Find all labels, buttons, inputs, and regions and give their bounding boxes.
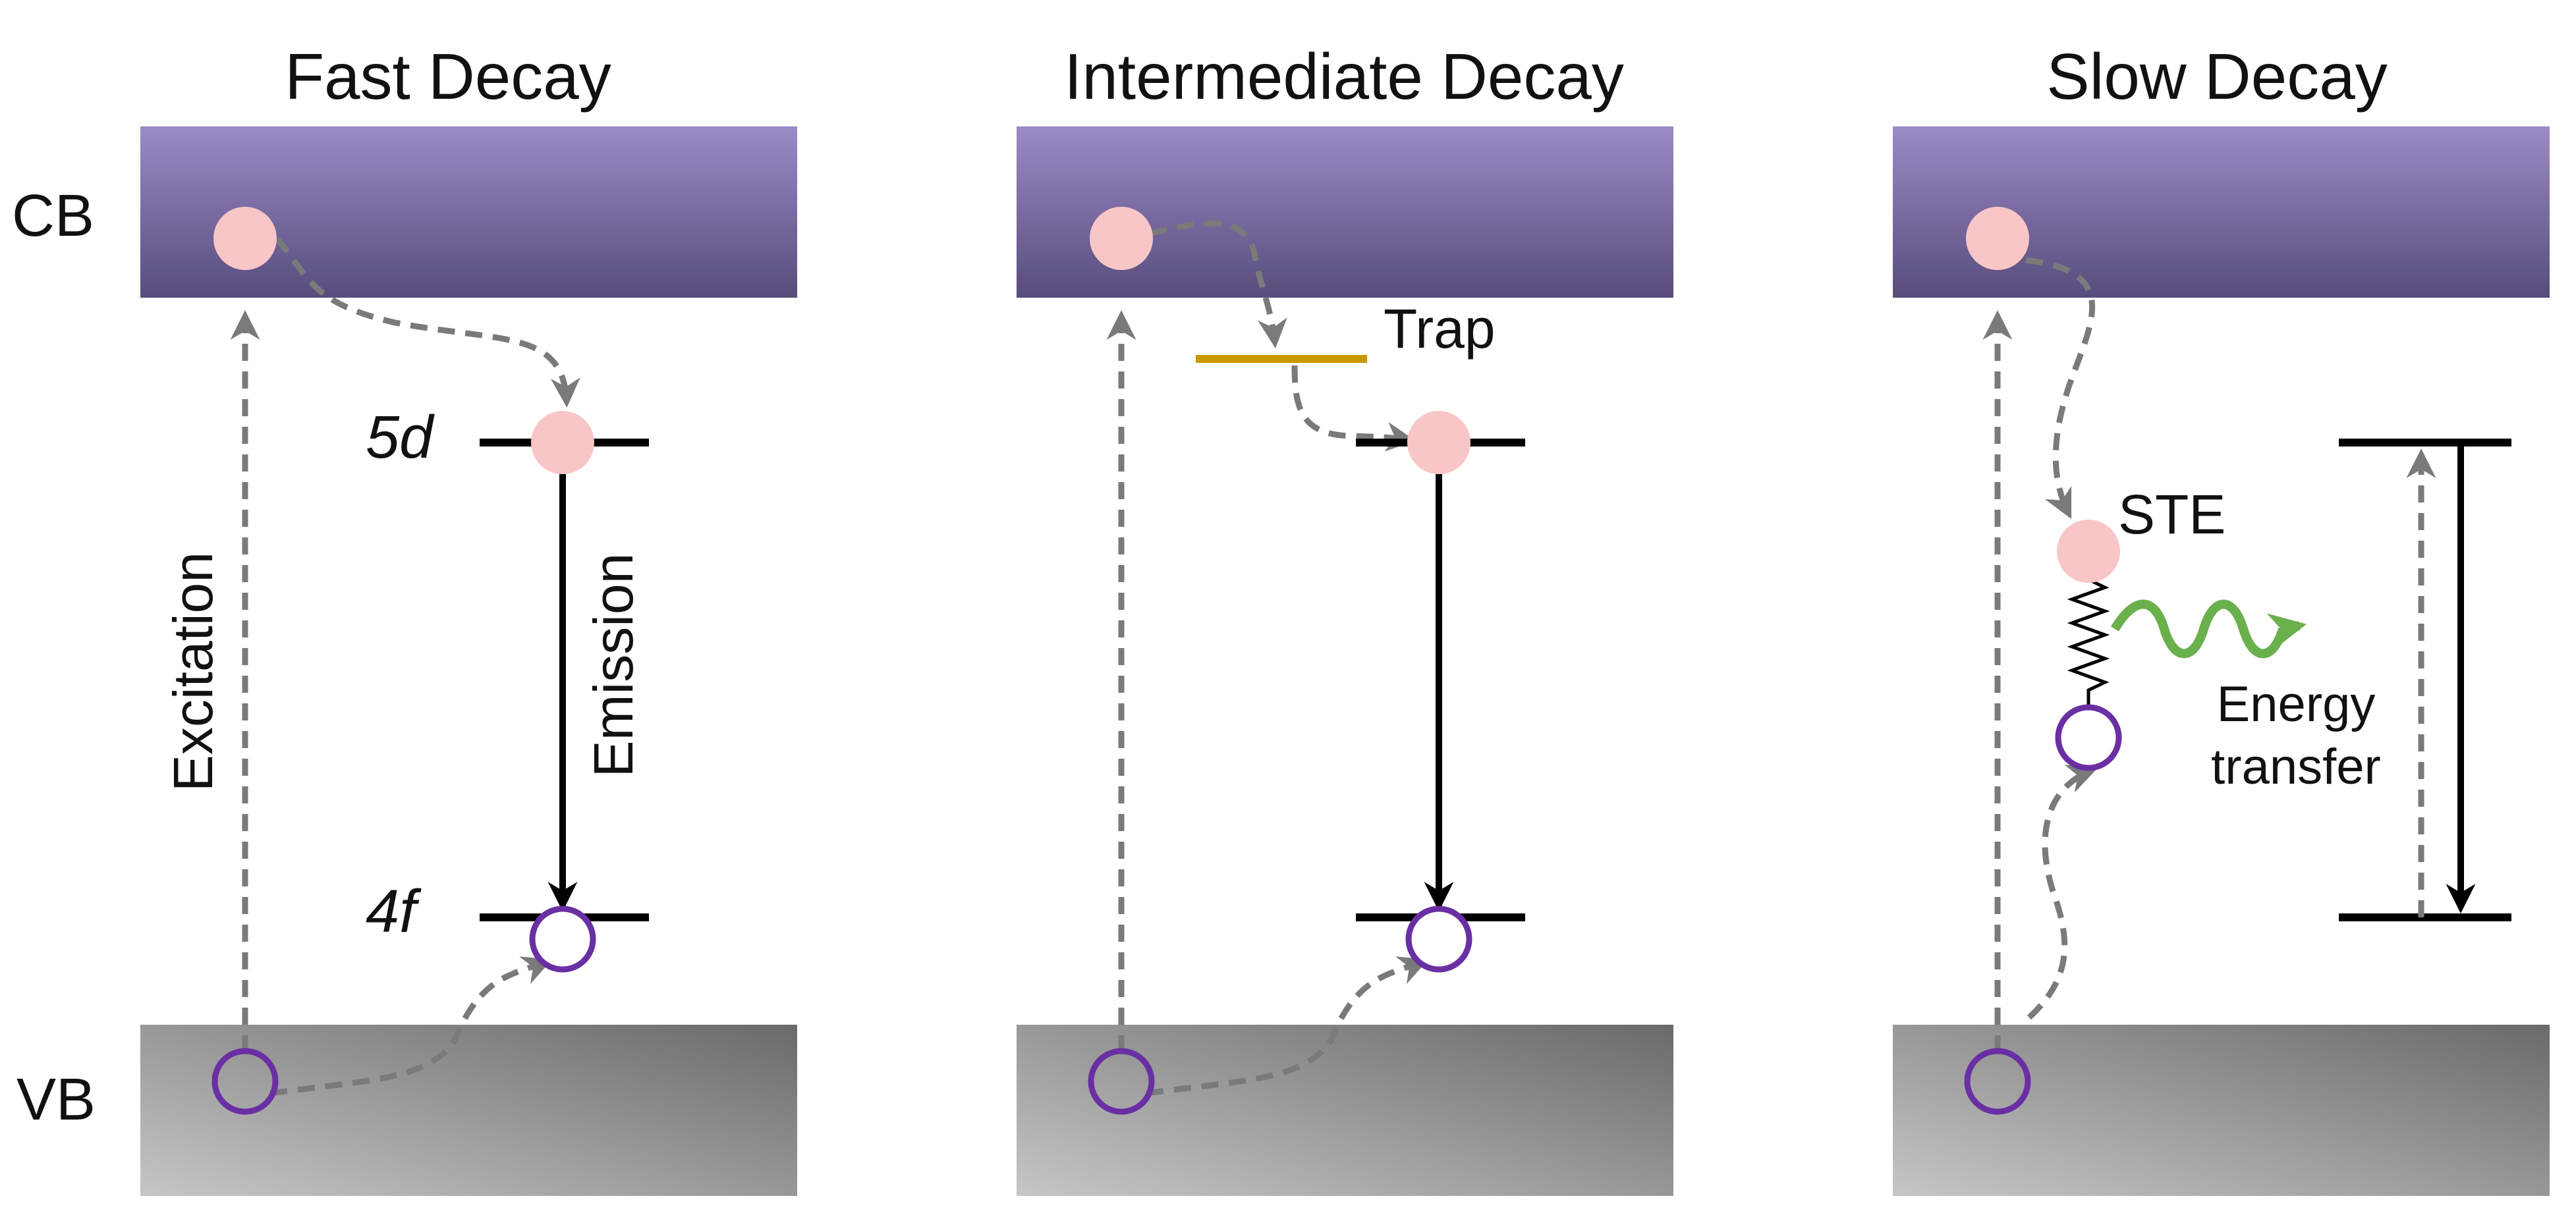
level-5d-label: 5d (366, 404, 435, 471)
level-4f-label: 4f (366, 878, 422, 945)
excitation-label: Excitation (162, 552, 224, 792)
electron-cb (1966, 207, 2029, 270)
electron-5d (1407, 411, 1470, 474)
vb-label: VB (16, 1067, 96, 1133)
hole-capture-arrow (269, 956, 553, 1097)
panel-fast-decay: Fast Decay Excitation 5d 4f Emission (140, 40, 797, 1196)
energy-transfer-label-line1: Energy (2217, 676, 2376, 732)
ste-label: STE (2118, 483, 2226, 545)
hole-4f (1405, 906, 1472, 973)
panel-title: Intermediate Decay (1064, 40, 1624, 113)
hole-capture-arrow (1146, 956, 1429, 1097)
ste-electron (2057, 520, 2120, 583)
hole-vb (211, 1048, 279, 1115)
panel-slow-decay: Slow Decay STE Energy transfer (1893, 40, 2550, 1196)
relaxation-arrow (274, 236, 580, 408)
energy-transfer-arrowhead (2266, 613, 2307, 650)
panel-intermediate-decay: Intermediate Decay Trap (1017, 40, 1673, 1196)
emission-label: Emission (582, 553, 644, 778)
trap-capture-arrow (1148, 220, 1287, 348)
self-trapping-arrow (2025, 257, 2096, 520)
hole-trapping-arrow (2027, 765, 2098, 1020)
energy-transfer-label-line2: transfer (2211, 739, 2381, 795)
energy-transfer-wave (2110, 599, 2287, 659)
trap-label: Trap (1384, 298, 1496, 360)
hole-4f (529, 906, 596, 973)
panel-title: Slow Decay (2046, 40, 2387, 113)
electron-cb (213, 207, 277, 270)
cb-label: CB (12, 183, 94, 249)
hole-vb (1088, 1048, 1155, 1115)
exciton-binding-spring (2067, 578, 2110, 708)
electron-cb (1090, 207, 1153, 270)
ste-hole (2055, 704, 2122, 771)
hole-vb (1964, 1048, 2031, 1115)
electron-5d (531, 411, 594, 474)
detrap-arrow (1291, 365, 1416, 452)
panel-title: Fast Decay (285, 40, 611, 113)
